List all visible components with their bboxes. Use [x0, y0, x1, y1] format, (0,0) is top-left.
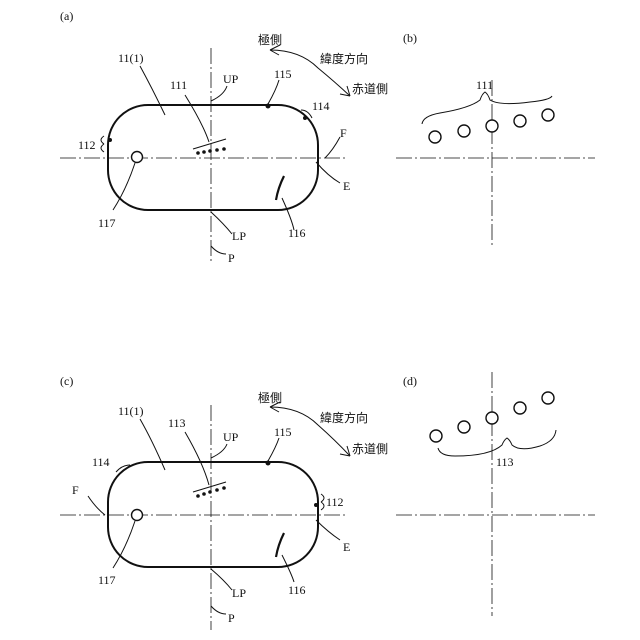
panel-a-pole-side: 極側: [258, 32, 282, 47]
panel-a-leader-up: [211, 86, 227, 101]
panel-a-brace-112: [101, 136, 104, 152]
panel-a-label-116: 116: [288, 226, 306, 240]
panel-c-label-112: 112: [326, 495, 344, 509]
panel-c-body-label: 11(1): [118, 404, 144, 418]
panel-a-equator-side: 赤道側: [352, 82, 388, 96]
panel-a-tag: (a): [60, 9, 73, 23]
panel-c-leader-lp: [211, 569, 232, 590]
panel-c-equator-side: 赤道側: [352, 442, 388, 456]
panel-c-up-label: UP: [223, 430, 239, 444]
panel-c-marker-115: [266, 461, 271, 466]
panel-a-marker-112: [108, 138, 112, 142]
panel-a-f-label: F: [340, 126, 347, 140]
panel-a-label-115: 115: [274, 67, 292, 81]
panel-c-leader-115: [268, 438, 279, 461]
panel-c-leader-113: [185, 432, 209, 485]
panel-a-up-label: UP: [223, 72, 239, 86]
panel-a-marker-117: [132, 152, 143, 163]
panel-c-leader-117: [113, 521, 135, 568]
panel-c-lp-label: LP: [232, 586, 246, 600]
panel-a-label-111: 111: [170, 78, 187, 92]
panel-a-e-label: E: [343, 179, 350, 193]
panel-a-lp-label: LP: [232, 229, 246, 243]
panel-d-brace-113: [438, 430, 556, 456]
panel-d-label-113: 113: [496, 455, 514, 469]
panel-b-brace-111: [422, 92, 552, 124]
panel-a-latitude-direction: 緯度方向: [320, 51, 368, 66]
panel-a-marker-116: [276, 176, 284, 200]
panel-c-leader-116: [282, 555, 294, 582]
panel-c-tag: (c): [60, 374, 73, 388]
panel-c-latitude-direction: 緯度方向: [320, 410, 368, 425]
panel-a-marker-114: [303, 116, 307, 120]
panel-c-label-114: 114: [92, 455, 110, 469]
panel-c-label-116: 116: [288, 583, 306, 597]
panel-b-sensor-circles: [429, 109, 554, 143]
panel-c-marker-116: [276, 533, 284, 557]
panel-c-leader-e: [316, 520, 340, 540]
panel-c-label-113: 113: [168, 416, 186, 430]
panel-a-leader-f: [325, 137, 340, 158]
panel-a-leader-111: [185, 95, 209, 142]
panel-a: (a) 111 11(1) UP 115 114 F: [60, 9, 388, 265]
panel-c-p-label: P: [228, 611, 235, 625]
panel-c-marker-112: [314, 503, 318, 507]
panel-a-label-114: 114: [312, 99, 330, 113]
panel-a-label-117: 117: [98, 216, 116, 230]
panel-a-label-112: 112: [78, 138, 96, 152]
panel-a-leader-e: [316, 162, 340, 183]
panel-c-marker-117: [132, 510, 143, 521]
panel-c: (c) 113 11(1) UP 115 114 F: [60, 374, 388, 630]
panel-a-leader-115: [268, 80, 279, 104]
panel-a-leader-p: [211, 246, 226, 254]
panel-d-tag: (d): [403, 374, 417, 388]
panel-c-pole-side: 極側: [258, 390, 282, 405]
panel-b: (b) 111: [396, 31, 595, 245]
panel-a-leader-lp: [211, 212, 232, 234]
panel-d: (d) 113: [396, 372, 595, 616]
panel-a-body-label: 11(1): [118, 51, 144, 65]
panel-c-leader-f: [88, 496, 105, 515]
panel-c-leader-p: [211, 606, 226, 614]
panel-a-array-line: [193, 139, 226, 149]
panel-c-leader-up: [211, 444, 227, 458]
panel-c-label-115: 115: [274, 425, 292, 439]
panel-c-e-label: E: [343, 540, 350, 554]
panel-a-leader-body: [140, 66, 165, 115]
panel-a-p-label: P: [228, 251, 235, 265]
panel-b-tag: (b): [403, 31, 417, 45]
panel-b-label-111: 111: [476, 78, 493, 92]
panel-c-brace-112: [321, 494, 324, 510]
panel-a-marker-115: [266, 104, 271, 109]
panel-c-f-label: F: [72, 483, 79, 497]
panel-c-label-117: 117: [98, 573, 116, 587]
